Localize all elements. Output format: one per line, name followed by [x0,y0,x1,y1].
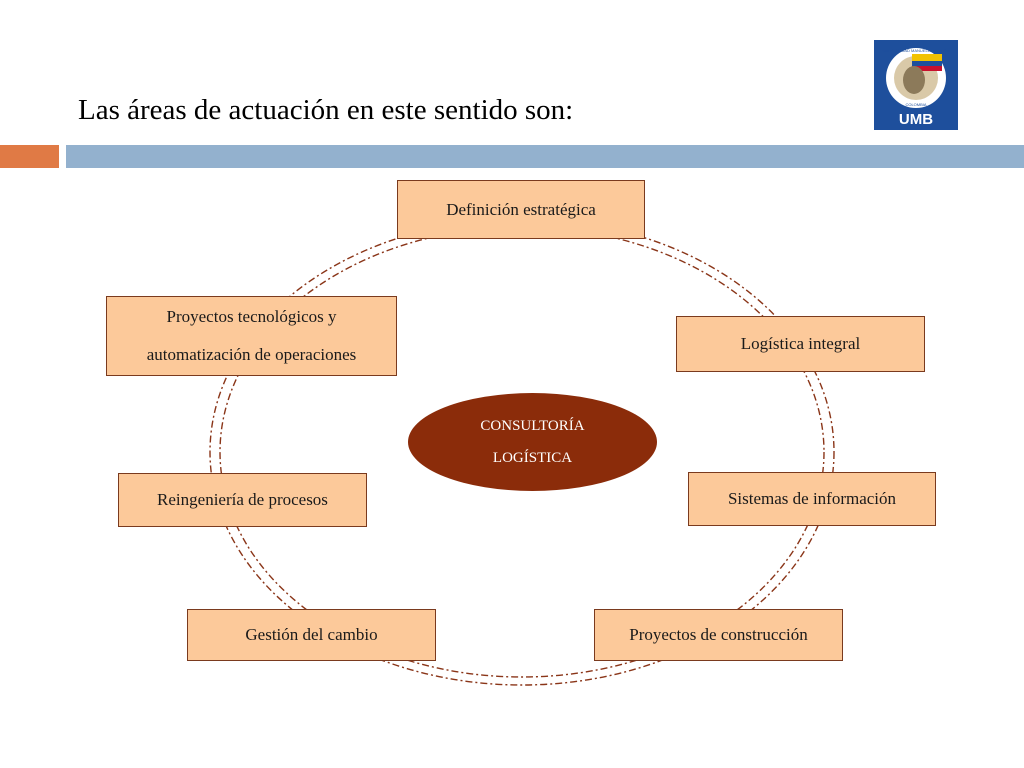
node-sistemas-informacion: Sistemas de información [688,472,936,526]
node-reingenieria-procesos: Reingeniería de procesos [118,473,367,527]
logo-portrait [903,66,925,94]
logo-ring-text: UNIVERSIDAD MANUELA BELTRÁN [883,48,950,53]
accent-bar [0,145,59,168]
hub-line-2: LOGÍSTICA [492,450,573,466]
hub-consultoria-logistica: CONSULTORÍA LOGÍSTICA [408,393,657,491]
node-logistica-integral: Logística integral [676,316,925,372]
logo-country: COLOMBIA [905,102,926,107]
header-bar [66,145,1024,168]
node-proyectos-construccion: Proyectos de construcción [594,609,843,661]
node-definicion-estrategica: Definición estratégica [397,180,645,239]
node-proyectos-tecnologicos: Proyectos tecnológicos y automatización … [106,296,397,376]
slide-title: Las áreas de actuación en este sentido s… [78,94,574,126]
node-gestion-cambio: Gestión del cambio [187,609,436,661]
university-logo: UNIVERSIDAD MANUELA BELTRÁN COLOMBIA UMB [874,40,958,130]
hub-line-1: CONSULTORÍA [480,418,585,434]
logo-text: UMB [899,111,933,128]
